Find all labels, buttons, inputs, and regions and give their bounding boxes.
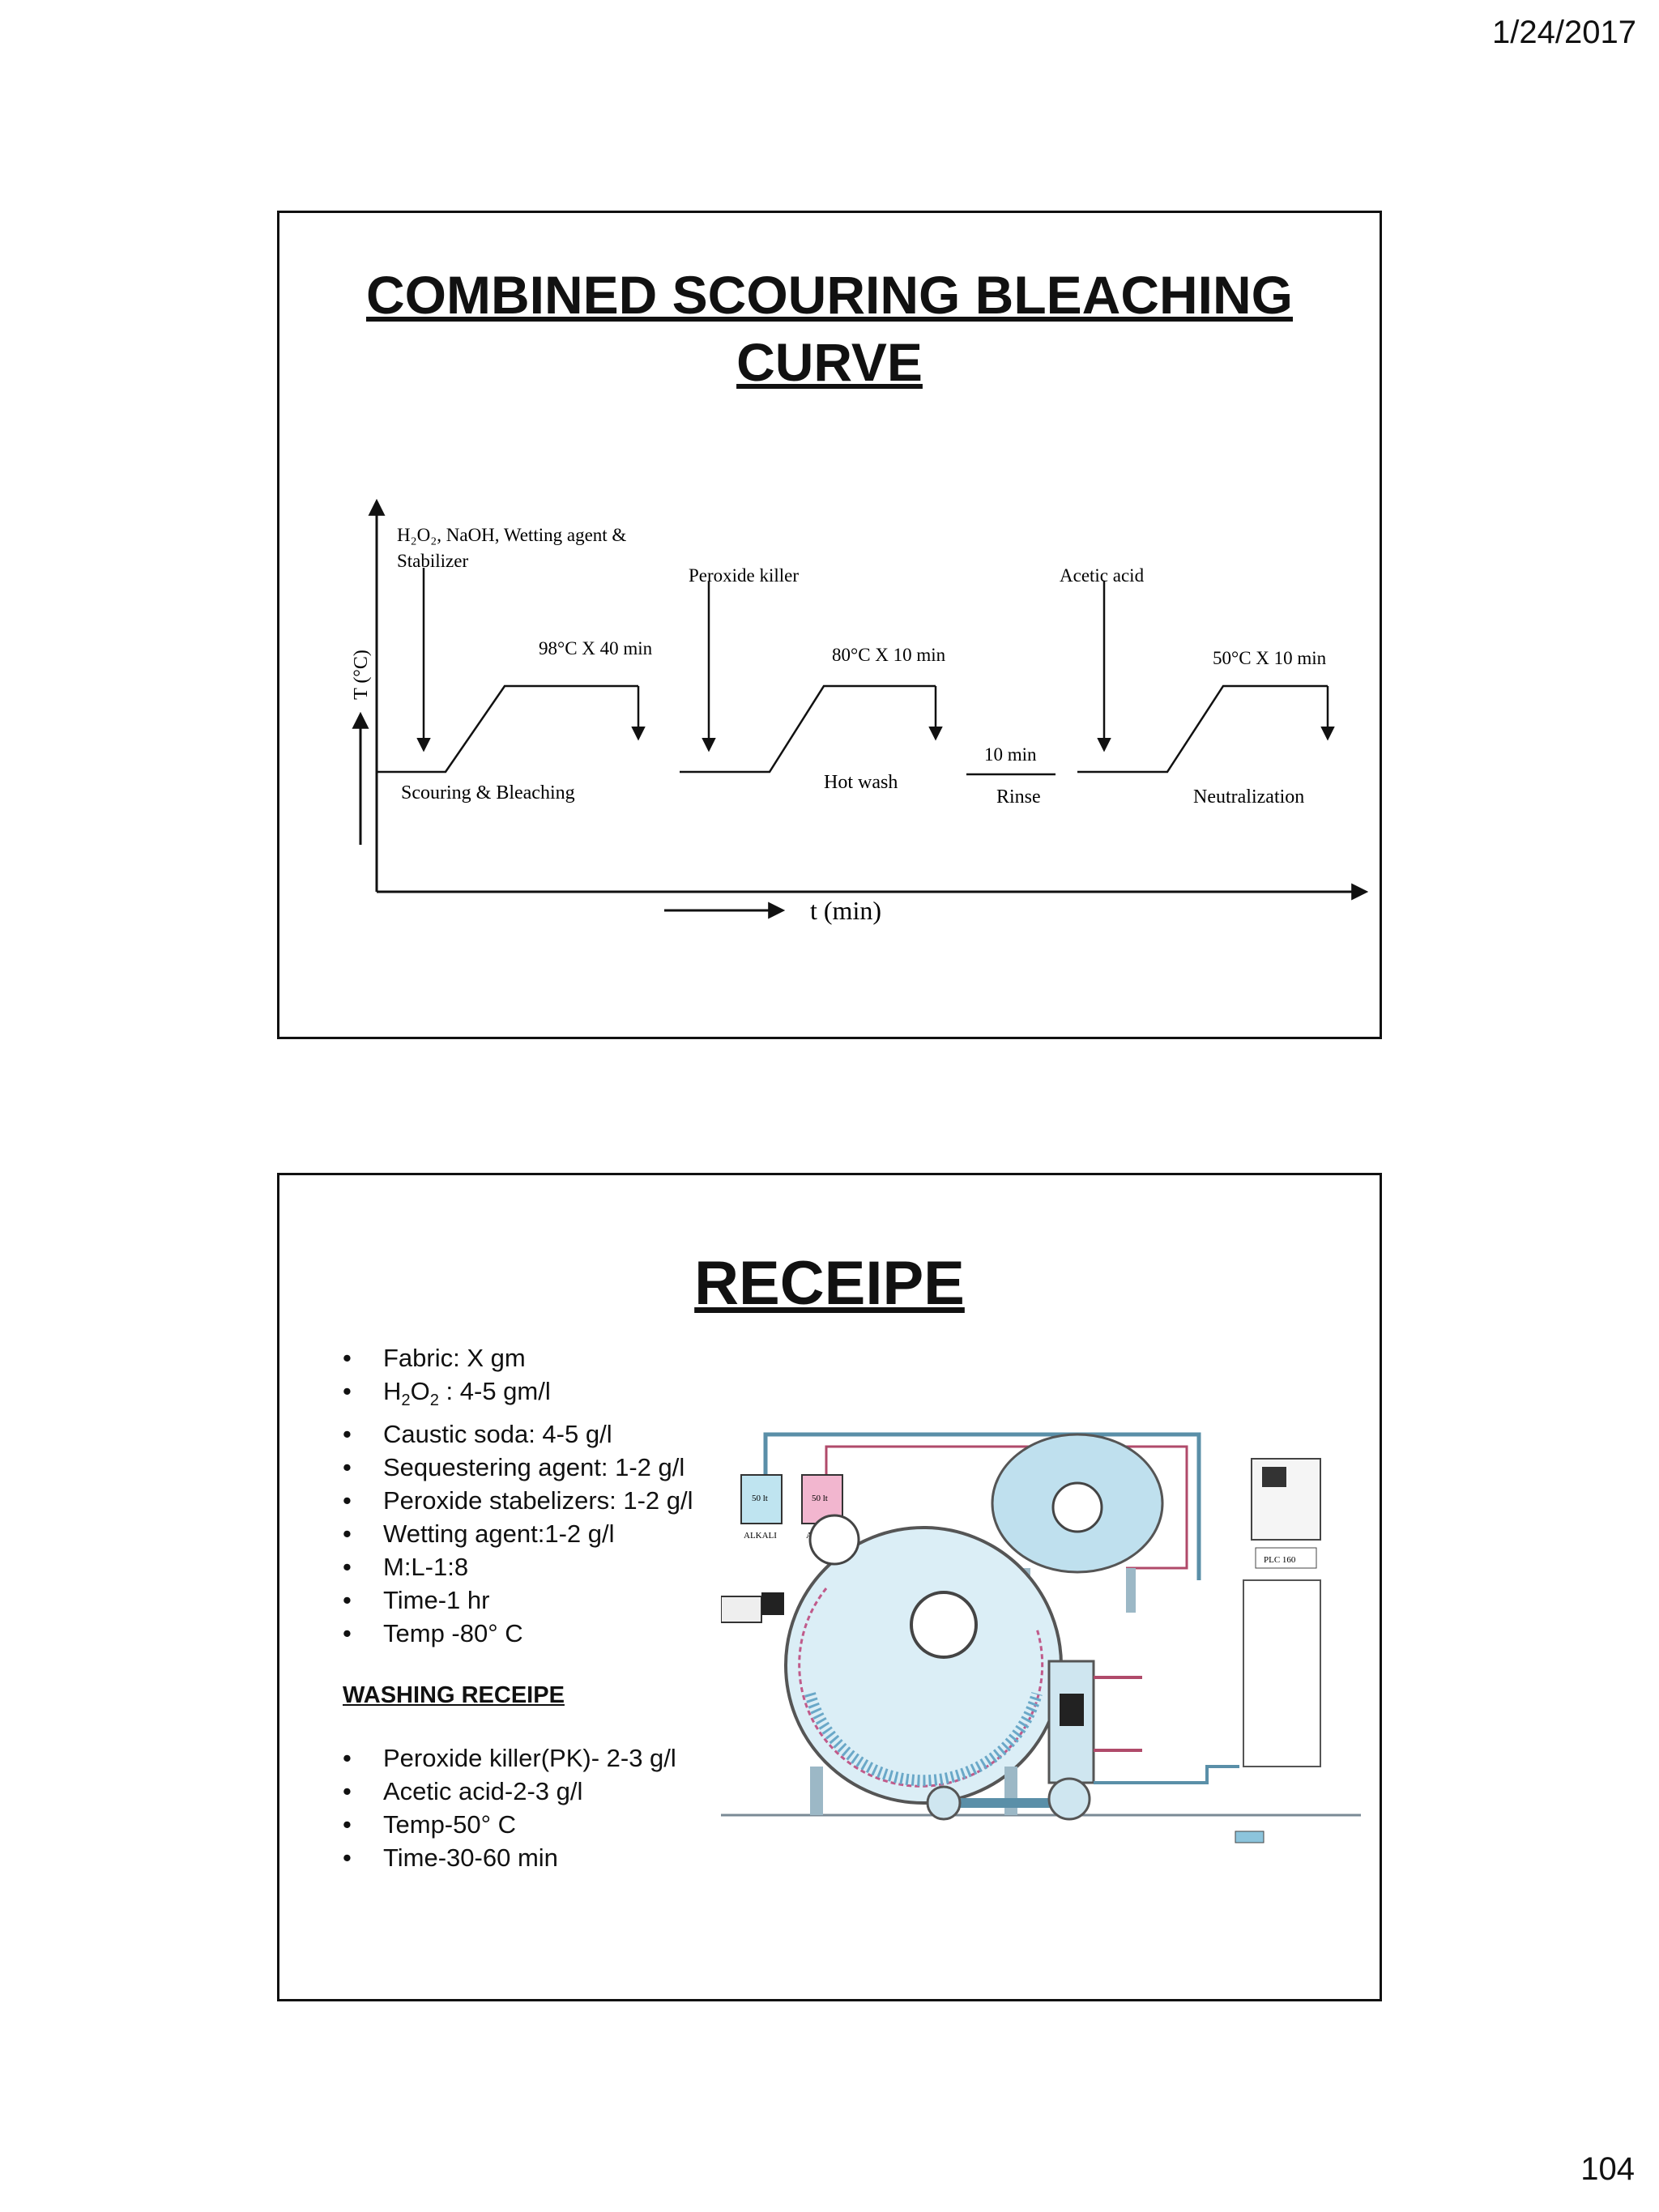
heat-exchanger-core [1060, 1694, 1084, 1726]
fabric-lines [804, 1692, 1043, 1787]
top-pipe [763, 1432, 1201, 1580]
storage-tank-porthole [1051, 1481, 1103, 1533]
y-axis-label: T (°C) [351, 650, 372, 700]
recipe-list: •Fabric: X gm •H2O2 : 4-5 gm/l •Caustic … [343, 1341, 693, 1874]
alkali-tank-level: 50 lt [752, 1494, 768, 1503]
title-line-1: COMBINED SCOURING BLEACHING [365, 265, 1293, 325]
vessel-leg-left [810, 1767, 823, 1815]
washing-items: •Peroxide killer(PK)- 2-3 g/l •Acetic ac… [343, 1741, 693, 1874]
plc-label-box [1255, 1547, 1317, 1569]
asit-tank-level: 50 lt [812, 1494, 828, 1503]
recipe-items: •Fabric: X gm •H2O2 : 4-5 gm/l •Caustic … [343, 1341, 693, 1650]
drain-pipe [1094, 1765, 1239, 1784]
stage-rinse-condition: 10 min [984, 744, 1037, 765]
list-item: •Sequestering agent: 1-2 g/l [343, 1453, 685, 1482]
stage-scouring-name: Scouring & Bleaching [401, 782, 575, 803]
slide-scouring-curve: COMBINED SCOURING BLEACHING CURVE T (°C)… [277, 211, 1382, 1039]
plc-label: PLC 160 [1264, 1555, 1296, 1565]
stage-hotwash-name: Hot wash [824, 772, 898, 793]
stage-neutralization-curve [1077, 684, 1328, 774]
list-item: •Fabric: X gm [343, 1344, 526, 1372]
dyeing-machine-diagram: 50 lt 50 lt ALKALI ASIT PLC 1 [721, 1432, 1361, 1843]
washing-recipe-heading: WASHING RECEIPE [343, 1682, 565, 1709]
stage-neutralization-condition: 50°C X 10 min [1213, 648, 1327, 668]
title-line-2: CURVE [736, 331, 923, 392]
list-item: •Time-30-60 min [343, 1843, 558, 1873]
main-pump [1047, 1777, 1091, 1821]
stage-hotwash-curve [680, 684, 936, 774]
list-item: •Peroxide killer(PK)- 2-3 g/l [343, 1744, 676, 1773]
list-item: •Temp-50° C [343, 1810, 517, 1839]
motor-box [761, 1592, 784, 1615]
stage-hotwash-addition: Peroxide killer [689, 565, 799, 586]
stage-scouring-addition-2: Stabilizer [397, 551, 468, 571]
scouring-bleaching-curve-chart: T (°C) t (min) H₂O₂, NaOH, Wetting agent… [351, 498, 1369, 925]
stage-rinse-name: Rinse [996, 786, 1041, 808]
plc-cabinet [1243, 1579, 1321, 1767]
winch-reel [808, 1514, 860, 1566]
stage-hotwash-condition: 80°C X 10 min [832, 645, 946, 665]
drain-tray [1235, 1831, 1265, 1843]
slide-title: COMBINED SCOURING BLEACHING CURVE [279, 262, 1380, 395]
list-item: •H2O2 : 4-5 gm/l [343, 1377, 551, 1410]
page-date: 1/24/2017 [1492, 15, 1636, 50]
storage-tank-leg-right [1126, 1568, 1136, 1613]
stage-neutralization-addition: Acetic acid [1060, 565, 1145, 586]
stage-scouring-curve [377, 684, 638, 774]
plc-screen [1262, 1467, 1286, 1487]
red-pipe [825, 1445, 1188, 1570]
list-item: •M:L-1:8 [343, 1553, 469, 1582]
list-item: •Temp -80° C [343, 1619, 523, 1648]
stage-scouring-condition: 98°C X 40 min [539, 638, 653, 658]
motor [721, 1596, 762, 1623]
list-item: •Time-1 hr [343, 1586, 490, 1615]
alkali-tank [740, 1474, 783, 1524]
slide-recipe: RECEIPE •Fabric: X gm •H2O2 : 4-5 gm/l •… [277, 1173, 1382, 2001]
main-vessel-porthole [910, 1591, 978, 1659]
slide-title: RECEIPE [694, 1249, 965, 1318]
list-item: •Caustic soda: 4-5 g/l [343, 1420, 612, 1449]
list-item: •Acetic acid-2-3 g/l [343, 1777, 583, 1806]
main-vessel [784, 1526, 1063, 1805]
x-axis-label: t (min) [810, 896, 881, 925]
list-item: •Peroxide stabelizers: 1-2 g/l [343, 1486, 693, 1515]
page-number: 104 [1580, 2151, 1635, 2187]
stage-scouring-addition: H₂O₂, NaOH, Wetting agent & [397, 525, 626, 545]
alkali-tank-label: ALKALI [744, 1531, 777, 1541]
stage-neutralization-name: Neutralization [1193, 786, 1304, 808]
list-item: •Wetting agent:1-2 g/l [343, 1519, 615, 1549]
circulation-pump [926, 1785, 962, 1821]
